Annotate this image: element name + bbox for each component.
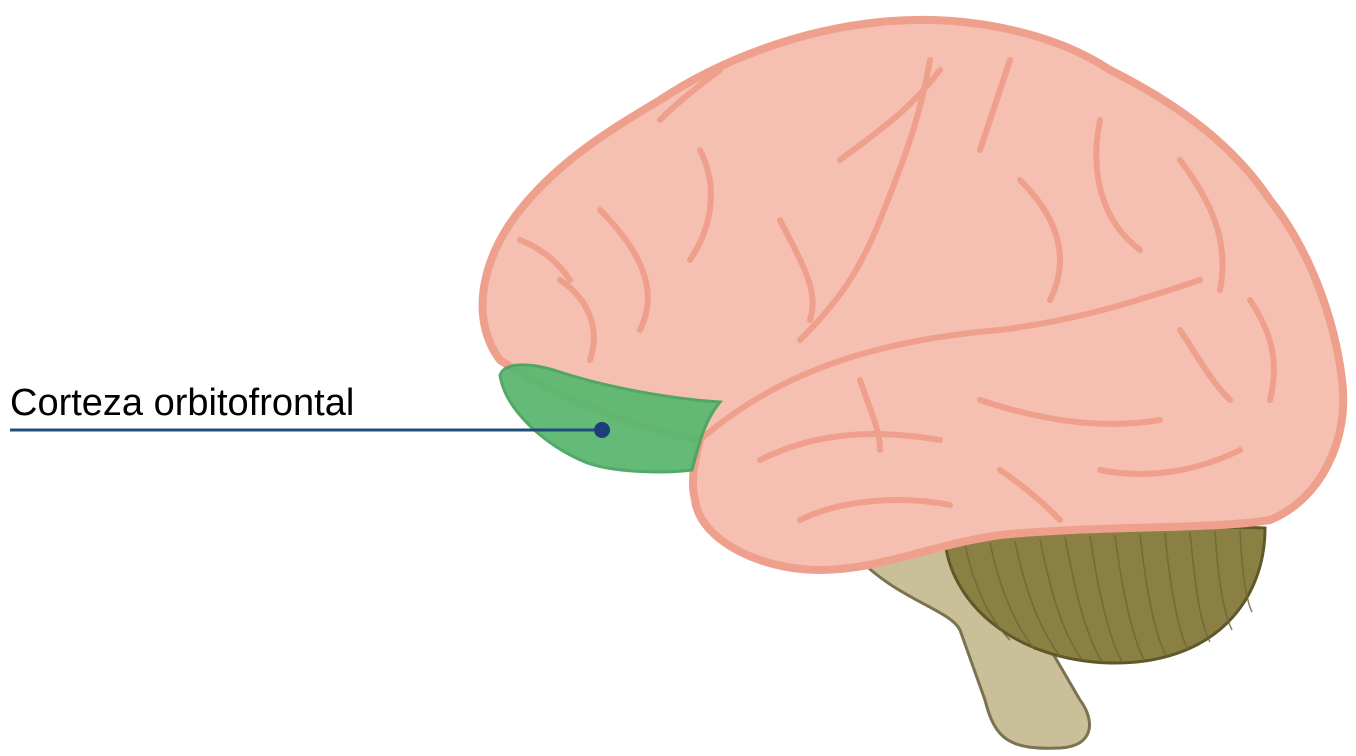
orbitofrontal-label: Corteza orbitofrontal bbox=[10, 384, 354, 422]
label-marker-dot bbox=[594, 422, 610, 438]
